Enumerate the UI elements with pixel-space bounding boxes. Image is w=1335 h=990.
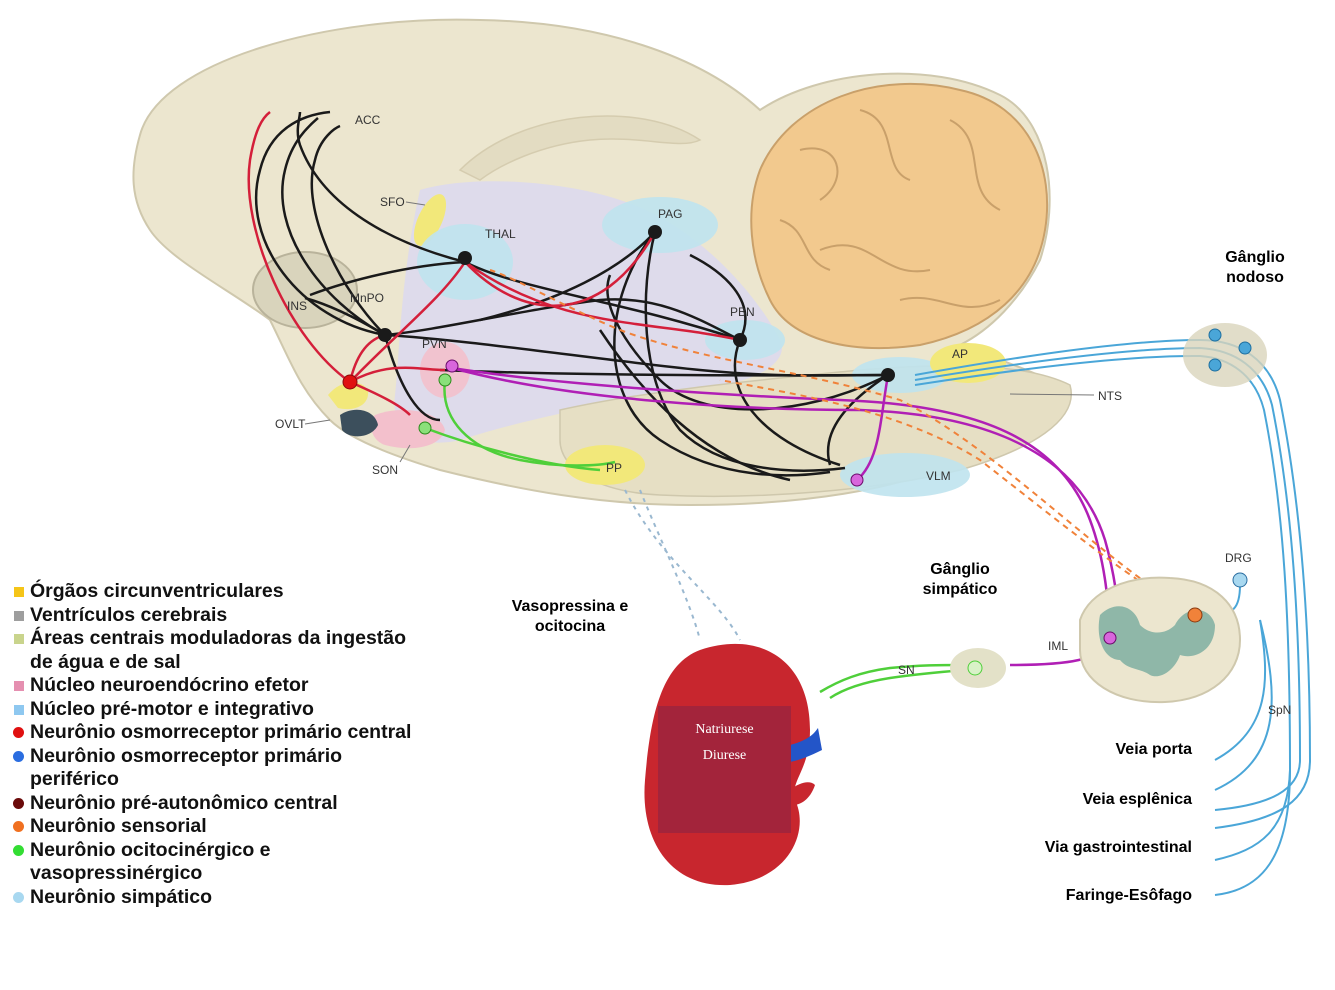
legend-dot	[13, 798, 24, 809]
legend-label: Neurônio ocitocinérgico e vasopressinérg…	[30, 839, 271, 885]
pag-nucleus	[602, 197, 718, 253]
label-iml: IML	[1048, 639, 1068, 653]
label-thal: THAL	[485, 227, 516, 241]
label-nts: NTS	[1098, 389, 1122, 403]
label-ap: AP	[952, 347, 968, 361]
legend: Órgãos circunventriculares Ventrículos c…	[10, 580, 430, 909]
legend-item: Núcleo pré-motor e integrativo	[10, 698, 430, 722]
legend-label: Áreas centrais moduladoras da ingestão d…	[30, 627, 406, 673]
natriurese-label: Natriurese	[658, 722, 791, 738]
legend-label: Neurônio osmorreceptor primário central	[30, 721, 411, 743]
ganglio-simpatico-label: Gânglio simpático	[905, 560, 1015, 600]
target-veia-esplenica: Veia esplênica	[990, 790, 1192, 810]
sensory-neuron-cell	[1188, 608, 1202, 622]
target-via-gastrointestinal: Via gastrointestinal	[970, 838, 1192, 858]
legend-item: Neurônio osmorreceptor primário periféri…	[10, 745, 430, 792]
label-spn: SpN	[1268, 703, 1291, 717]
iml-neuron-cell	[1104, 632, 1116, 644]
legend-dot	[13, 892, 24, 903]
target-faringe-esofago: Faringe-Esôfago	[970, 886, 1192, 906]
label-ins: INS	[287, 299, 307, 313]
legend-item: Áreas centrais moduladoras da ingestão d…	[10, 627, 430, 674]
label-pp: PP	[606, 461, 622, 475]
label-pvn: PVN	[422, 337, 447, 351]
label-son: SON	[372, 463, 398, 477]
legend-item: Núcleo neuroendócrino efetor	[10, 674, 430, 698]
legend-dot	[13, 821, 24, 832]
legend-item: Ventrículos cerebrais	[10, 604, 430, 628]
label-sfo: SFO	[380, 195, 405, 209]
sympathetic-ganglion-neuron	[968, 661, 982, 675]
legend-dot	[13, 751, 24, 762]
label-pbn: PBN	[730, 305, 755, 319]
label-acc: ACC	[355, 113, 381, 127]
drg-neuron-cell	[1233, 573, 1247, 587]
label-vlm: VLM	[926, 469, 951, 483]
nodose-ganglion	[1183, 323, 1267, 387]
legend-label: Núcleo neuroendócrino efetor	[30, 674, 308, 696]
vasopressina-label: Vasopressina e ocitocina	[495, 597, 645, 637]
legend-item: Neurônio simpático	[10, 886, 430, 910]
legend-item: Órgãos circunventriculares	[10, 580, 430, 604]
label-sn: SN	[898, 663, 915, 677]
legend-swatch	[14, 681, 24, 691]
legend-item: Neurônio osmorreceptor primário central	[10, 721, 430, 745]
legend-swatch	[14, 705, 24, 715]
target-veia-porta: Veia porta	[1010, 740, 1192, 760]
kidney-effects-box: Natriurese Diurese	[658, 706, 791, 833]
legend-swatch	[14, 634, 24, 644]
label-ovlt: OVLT	[275, 417, 306, 431]
legend-label: Neurônio sensorial	[30, 815, 207, 837]
label-pag: PAG	[658, 207, 682, 221]
legend-label: Neurônio pré-autonômico central	[30, 792, 338, 814]
legend-label: Ventrículos cerebrais	[30, 604, 227, 626]
diurese-label: Diurese	[658, 748, 791, 764]
label-drg: DRG	[1225, 551, 1252, 565]
legend-swatch	[14, 611, 24, 621]
legend-item: Neurônio ocitocinérgico e vasopressinérg…	[10, 839, 430, 886]
legend-dot	[13, 845, 24, 856]
legend-item: Neurônio pré-autonômico central	[10, 792, 430, 816]
legend-label: Órgãos circunventriculares	[30, 580, 284, 602]
legend-dot	[13, 727, 24, 738]
legend-label: Núcleo pré-motor e integrativo	[30, 698, 314, 720]
legend-swatch	[14, 587, 24, 597]
ganglio-nodoso-label: Gânglio nodoso	[1205, 248, 1305, 288]
legend-label: Neurônio simpático	[30, 886, 212, 908]
legend-label: Neurônio osmorreceptor primário periféri…	[30, 745, 342, 791]
legend-item: Neurônio sensorial	[10, 815, 430, 839]
label-mnpo: MnPO	[350, 291, 384, 305]
